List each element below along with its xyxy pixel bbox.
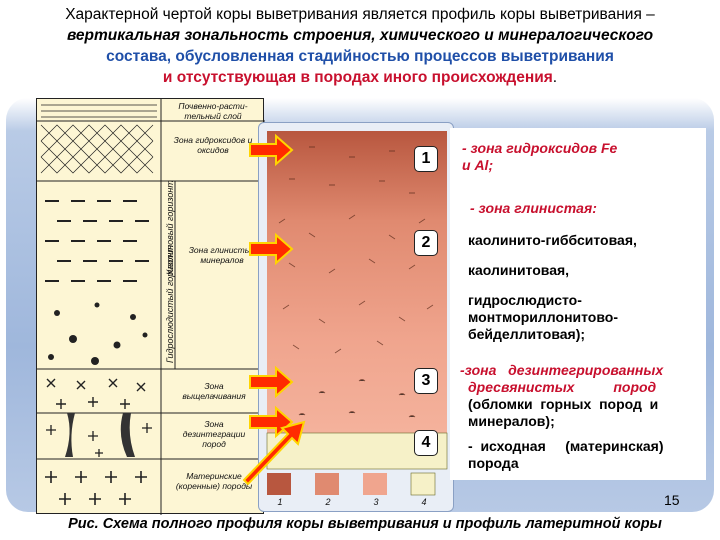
legend-zone2-item3a: гидрослюдисто- [468,292,582,308]
label-hydromica-horizon: Гидрослюдистый горизонт [165,245,175,363]
header-line-4-end: . [552,69,558,86]
swatch-4 [410,472,436,496]
legend-zone1-line2: и Al; [462,157,494,173]
header-line-1: Характерной чертой коры выветривания явл… [65,6,655,23]
header-line-4: и отсутствующая в породах иного происхож… [162,69,553,86]
schematic-svg [37,99,265,515]
figure-caption: Рис. Схема полного профиля коры выветрив… [68,516,662,532]
label-hydroxides: Зона гидроксидов и оксидов [173,135,253,155]
legend-zone4-line2: порода [468,455,519,471]
label-parent-rock: Материнские (коренные) породы [175,471,253,491]
label-clay-minerals: Зона глинистых минералов [188,245,256,265]
legend-zone3-line3: (обломки горных пород и [468,396,659,412]
zone-number-4: 4 [414,430,438,456]
legend-zone4-line1: - исходная (материнская) [468,438,664,454]
legend-zone2-item3b: монтмориллонитово- [468,309,618,325]
header-line-3: состава, обусловленная стадийностью проц… [106,48,614,65]
slide-header: Характерной чертой коры выветривания явл… [6,4,714,88]
zone-number-3: 3 [414,368,438,394]
swatch-label-4: 4 [421,497,427,507]
schematic-column: Почвенно-расти-тельный слой Зона гидрокс… [36,98,265,515]
swatch-3 [363,473,387,495]
label-disintegration: Зона дезинтеграции пород [182,419,246,449]
zone-number-2: 2 [414,230,438,256]
label-soil: Почвенно-расти-тельный слой [178,101,248,121]
legend-zone2-item2: каолинитовая, [468,262,570,278]
legend-zone1-line1: - зона гидроксидов Fe [462,140,618,156]
legend-box [450,128,706,480]
legend-zone2-title: - зона глинистая: [470,200,597,216]
legend-zone3-line2: дресвянистых пород [468,379,657,395]
swatch-2 [315,473,339,495]
label-leaching: Зона выщелачивания [182,381,246,401]
swatch-label-3: 3 [373,497,379,507]
legend-zone3-line4: минералов); [468,413,555,429]
swatch-label-2: 2 [325,497,331,507]
header-line-2: вертикальная зональность строения, химич… [66,27,654,44]
legend-zone2-item3c: бейделлитовая); [468,326,586,342]
swatch-1 [267,473,291,495]
legend-zone3-line1: -зона дезинтегрированных [460,362,664,378]
legend-zone2-item1: каолинито-гиббситовая, [468,232,637,248]
zone-number-1: 1 [414,146,438,172]
swatch-label-1: 1 [277,497,283,507]
page-number: 15 [664,492,680,508]
